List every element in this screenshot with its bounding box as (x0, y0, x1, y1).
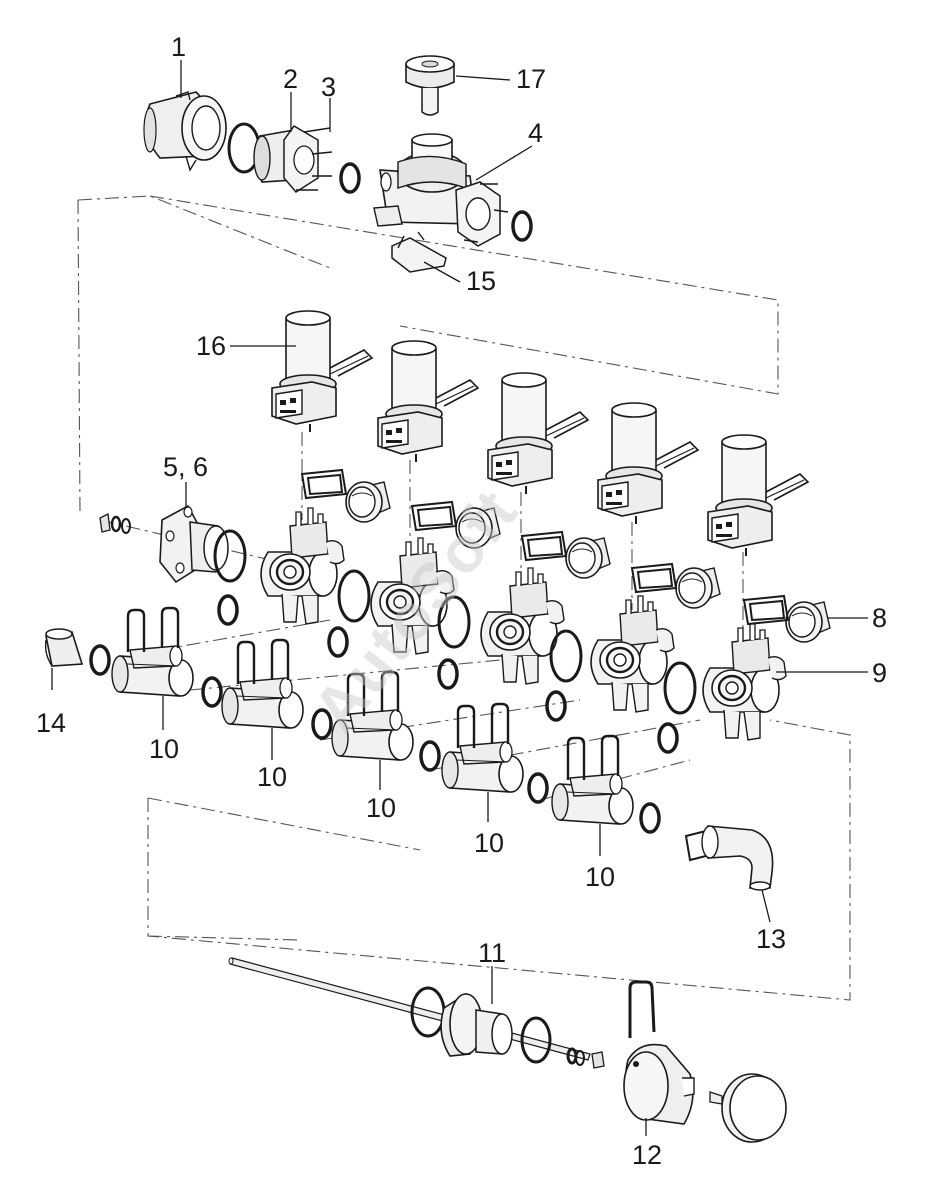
callout-15: 15 (466, 266, 497, 296)
shaft-rod (228, 957, 591, 1061)
part-13-elbow (684, 825, 774, 891)
callout-10-a: 10 (149, 734, 180, 764)
callout-8: 8 (872, 603, 888, 633)
callout-4: 4 (528, 118, 544, 148)
callout-3: 3 (321, 72, 337, 102)
callout-5-6: 5, 6 (163, 452, 209, 482)
part-11-piston (440, 992, 513, 1057)
part-1-cap (143, 91, 227, 172)
callout-14: 14 (36, 708, 67, 738)
spring-washer (566, 1047, 605, 1069)
callout-12: 12 (632, 1140, 663, 1170)
part-2-coupling (253, 125, 319, 193)
callout-11: 11 (478, 938, 507, 968)
callout-16: 16 (196, 331, 227, 361)
part-3-bolts (296, 127, 333, 191)
part-12-housing (623, 1043, 695, 1125)
callout-1: 1 (171, 32, 187, 62)
pressure-gauge (709, 1073, 787, 1143)
callout-2: 2 (283, 64, 299, 94)
callout-10-d: 10 (474, 828, 505, 858)
part-17-knob (405, 55, 455, 116)
callout-17: 17 (516, 64, 547, 94)
callout-9: 9 (872, 658, 888, 688)
callout-10-b: 10 (257, 762, 288, 792)
part-4-valve-housing (373, 133, 509, 247)
nut-washer (99, 513, 131, 534)
callout-13: 13 (756, 924, 787, 954)
part-15-bracket (391, 231, 447, 273)
solenoid-row (271, 310, 809, 557)
callout-10-c: 10 (366, 793, 397, 823)
part-14-end-cap (44, 628, 84, 667)
callout-10-e: 10 (585, 862, 616, 892)
